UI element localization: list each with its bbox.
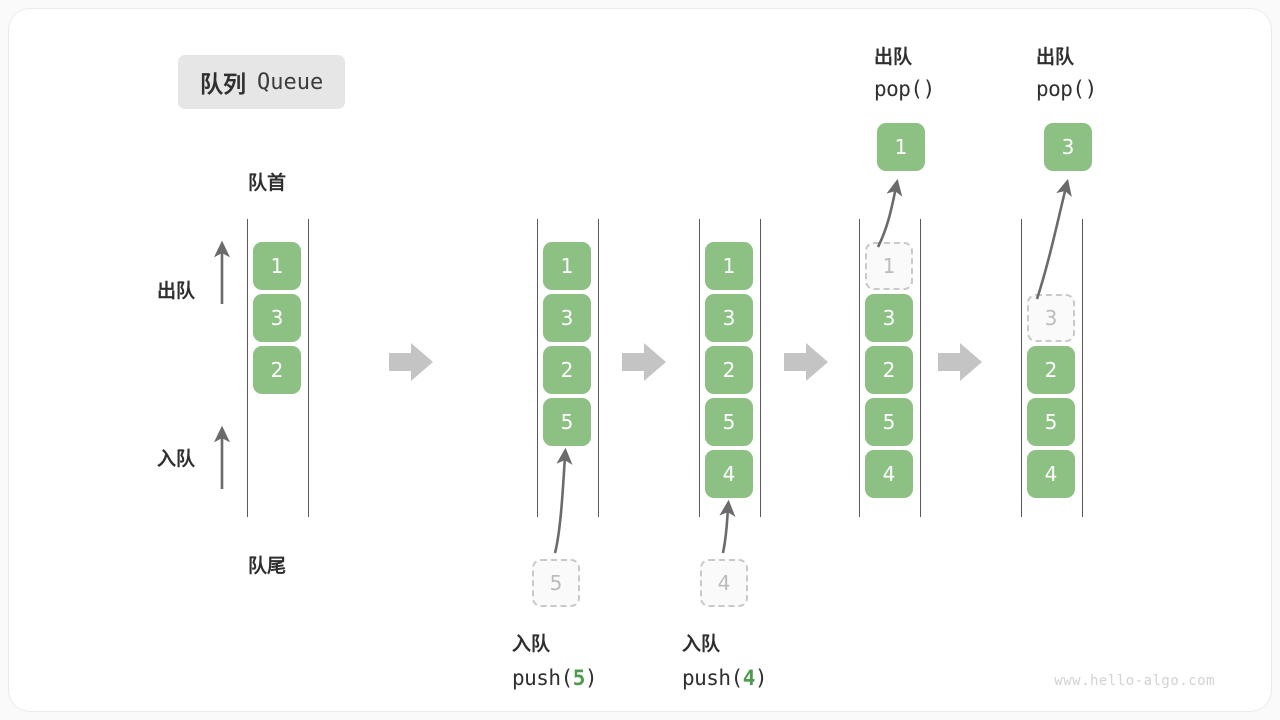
rail-left (1021, 219, 1022, 517)
enqueue-direction-label: 入队 (157, 448, 196, 470)
dequeue-direction-label: 出队 (157, 280, 196, 302)
incoming-element-ghost: 5 (532, 559, 580, 607)
push-4-caption-code: push(4) (682, 666, 768, 690)
queue-element: 2 (705, 346, 753, 394)
push-5-arrow-icon (553, 447, 573, 554)
queue-element: 1 (253, 242, 301, 290)
queue-front-label: 队首 (248, 172, 287, 194)
incoming-element-ghost: 4 (700, 559, 748, 607)
push-5-caption-cn: 入队 (512, 633, 551, 655)
removed-element-ghost: 3 (1027, 294, 1075, 342)
push-4-caption-cn: 入队 (682, 633, 721, 655)
push-4-arrow-icon (719, 499, 736, 554)
pop-3-arrow-icon (1035, 178, 1072, 300)
step-arrow-icon (389, 343, 433, 381)
popped-element: 1 (877, 123, 925, 171)
rail-left (859, 219, 860, 517)
popped-element: 3 (1044, 123, 1092, 171)
queue-element: 5 (1027, 398, 1075, 446)
push-4-argument: 4 (742, 666, 756, 690)
arrows-overlay (213, 178, 1072, 554)
queue-element: 3 (705, 294, 753, 342)
pop-3-caption-cn: 出队 (1036, 46, 1075, 68)
queue-element: 2 (543, 346, 591, 394)
rail-left (699, 219, 700, 517)
queue-element: 5 (705, 398, 753, 446)
queue-element: 3 (543, 294, 591, 342)
queue-element: 4 (1027, 450, 1075, 498)
queue-element: 1 (705, 242, 753, 290)
step-arrow-icon (938, 343, 982, 381)
queue-element: 2 (253, 346, 301, 394)
queue-rear-label: 队尾 (248, 555, 287, 577)
diagram-card: 队列 Queue 队首 队尾 出队 入队 1 3 2 1 3 2 5 5 入队 … (8, 8, 1272, 712)
title-en: Queue (257, 69, 324, 95)
rail-left (537, 219, 538, 517)
removed-element-ghost: 1 (865, 242, 913, 290)
rail-right (598, 219, 599, 517)
rail-right (308, 219, 309, 517)
queue-element-new: 5 (543, 398, 591, 446)
pop-1-arrow-icon (876, 178, 903, 248)
step-arrow-icon (784, 343, 828, 381)
queue-element: 2 (865, 346, 913, 394)
queue-element: 4 (865, 450, 913, 498)
push-5-argument: 5 (572, 666, 586, 690)
rail-right (920, 219, 921, 517)
queue-element: 1 (543, 242, 591, 290)
queue-element: 3 (253, 294, 301, 342)
title-cn: 队列 (200, 72, 246, 98)
pop-1-caption-cn: 出队 (874, 46, 913, 68)
push-5-caption-code: push(5) (512, 666, 598, 690)
watermark: www.hello-algo.com (1054, 673, 1215, 689)
title-badge: 队列 Queue (178, 55, 346, 109)
queue-element: 2 (1027, 346, 1075, 394)
pop-1-caption-code: pop() (874, 77, 935, 101)
pop-3-caption-code: pop() (1036, 77, 1097, 101)
queue-element: 5 (865, 398, 913, 446)
rail-right (760, 219, 761, 517)
step-arrow-icon (622, 343, 666, 381)
queue-element: 3 (865, 294, 913, 342)
queue-element-new: 4 (705, 450, 753, 498)
rail-right (1082, 219, 1083, 517)
rail-left (247, 219, 248, 517)
